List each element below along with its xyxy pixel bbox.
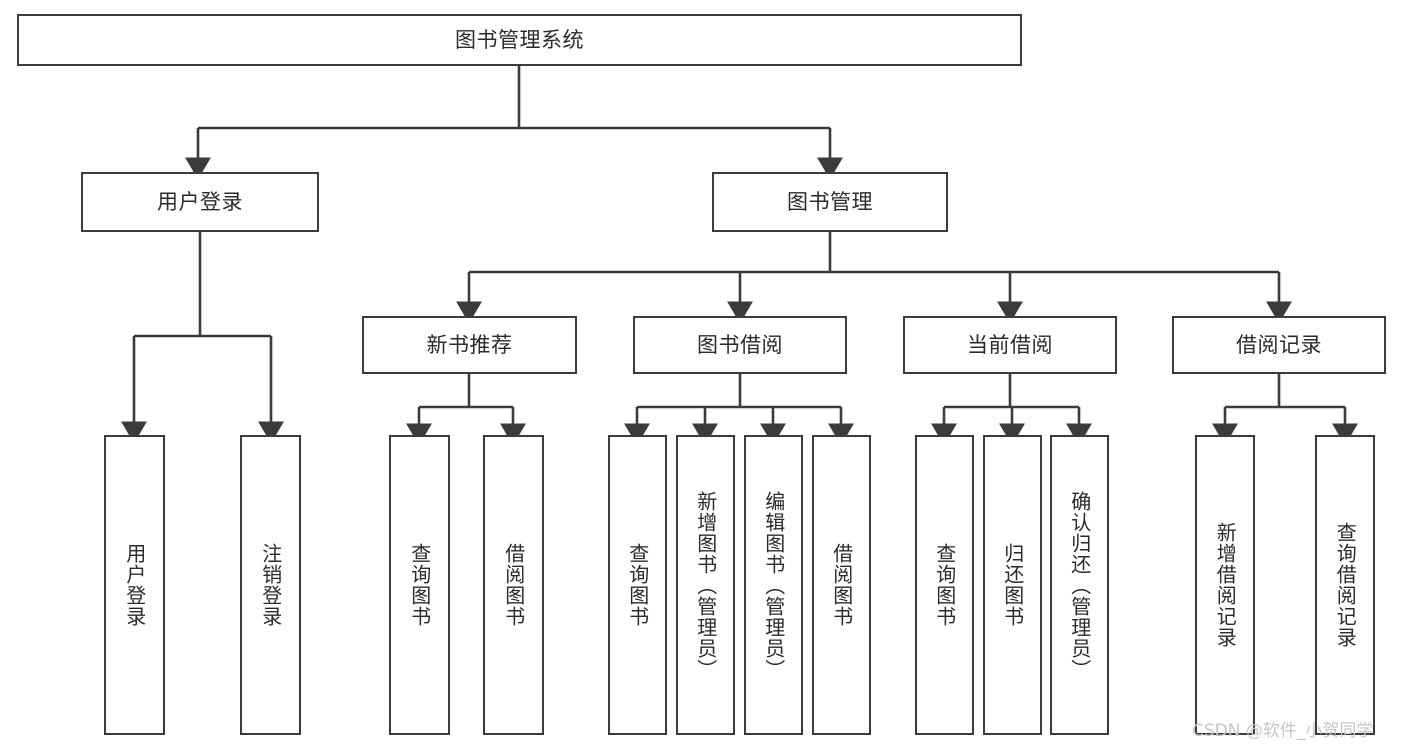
node-borrow-record[interactable]: 借阅记录 (1172, 316, 1386, 374)
node-leaf-add-book-label: 新增图书（管理员） (693, 490, 718, 680)
node-leaf-return-book[interactable]: 归还图书 (983, 435, 1042, 735)
node-leaf-user-logout[interactable]: 注销登录 (240, 435, 301, 735)
node-leaf-user-login[interactable]: 用户登录 (104, 435, 165, 735)
node-leaf-borrow-book-2[interactable]: 借阅图书 (812, 435, 871, 735)
node-leaf-edit-book[interactable]: 编辑图书（管理员） (744, 435, 803, 735)
node-leaf-add-record[interactable]: 新增借阅记录 (1195, 435, 1255, 735)
csdn-watermark: CSDN @软件_小贺同学 (1192, 721, 1374, 741)
node-book-manage-label: 图书管理 (787, 189, 873, 214)
node-leaf-borrow-book-1-label: 借阅图书 (501, 543, 526, 627)
node-leaf-query-book-1-label: 查询图书 (407, 543, 432, 627)
node-leaf-return-book-label: 归还图书 (1000, 543, 1025, 627)
node-new-book-rec-label: 新书推荐 (426, 332, 513, 357)
node-leaf-add-record-label: 新增借阅记录 (1213, 522, 1238, 648)
node-current-borrow[interactable]: 当前借阅 (903, 316, 1117, 374)
node-leaf-query-book-1[interactable]: 查询图书 (389, 435, 450, 735)
node-leaf-query-book-2-label: 查询图书 (625, 543, 650, 627)
node-user-login[interactable]: 用户登录 (81, 172, 319, 232)
node-leaf-edit-book-label: 编辑图书（管理员） (761, 490, 786, 680)
node-book-manage[interactable]: 图书管理 (712, 172, 948, 232)
node-leaf-borrow-book-2-label: 借阅图书 (829, 543, 854, 627)
node-new-book-rec[interactable]: 新书推荐 (362, 316, 577, 374)
node-root[interactable]: 图书管理系统 (17, 14, 1022, 66)
node-leaf-user-logout-label: 注销登录 (258, 543, 283, 627)
node-book-borrow-label: 图书借阅 (697, 332, 783, 357)
node-root-label: 图书管理系统 (455, 27, 584, 52)
node-leaf-query-book-3-label: 查询图书 (932, 543, 957, 627)
node-leaf-query-book-3[interactable]: 查询图书 (915, 435, 974, 735)
node-leaf-query-record[interactable]: 查询借阅记录 (1315, 435, 1375, 735)
node-leaf-add-book[interactable]: 新增图书（管理员） (676, 435, 735, 735)
node-leaf-user-login-label: 用户登录 (122, 543, 147, 627)
node-leaf-query-book-2[interactable]: 查询图书 (608, 435, 667, 735)
node-user-login-label: 用户登录 (157, 189, 243, 214)
node-book-borrow[interactable]: 图书借阅 (633, 316, 847, 374)
node-leaf-query-record-label: 查询借阅记录 (1333, 522, 1358, 648)
node-leaf-confirm-return[interactable]: 确认归还（管理员） (1050, 435, 1109, 735)
node-current-borrow-label: 当前借阅 (967, 332, 1053, 357)
node-leaf-confirm-return-label: 确认归还（管理员） (1067, 490, 1092, 680)
node-leaf-borrow-book-1[interactable]: 借阅图书 (483, 435, 544, 735)
node-borrow-record-label: 借阅记录 (1236, 332, 1322, 357)
